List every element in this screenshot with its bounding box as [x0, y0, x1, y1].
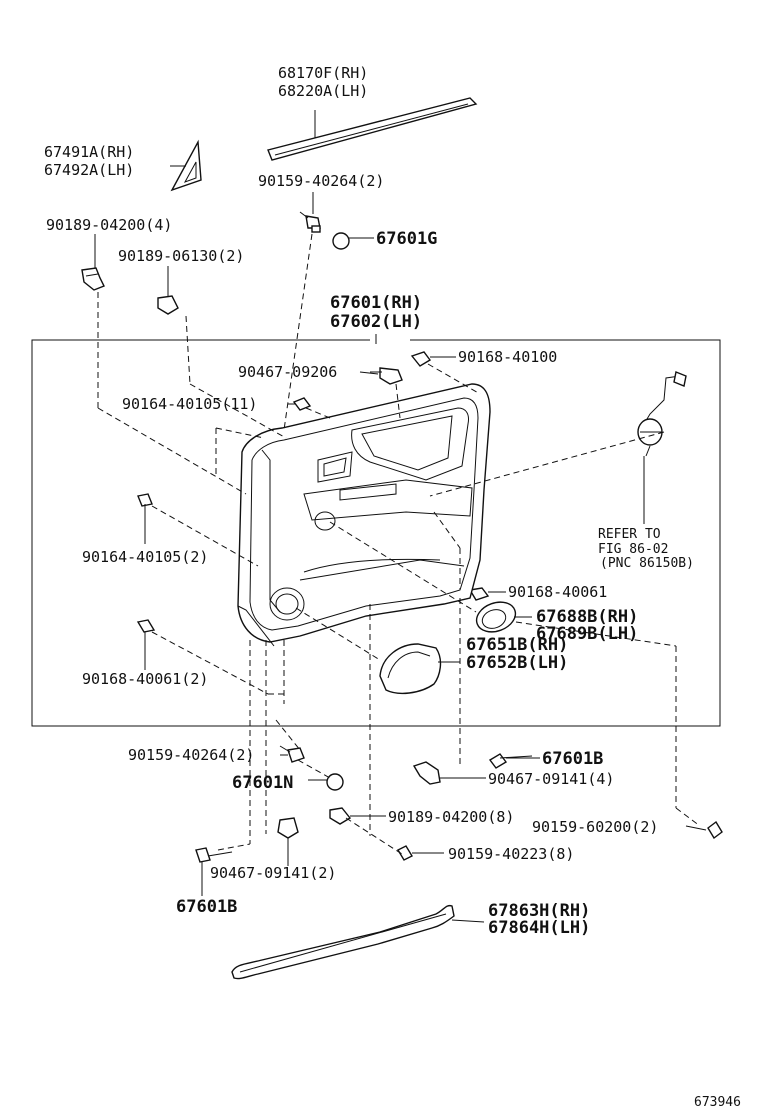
dashed-guide-lines: [97, 233, 701, 855]
moulding-rh-label: 68170F(RH): [278, 64, 368, 82]
clip-4-part: [81, 267, 105, 291]
screw-40105-2-label: 90164-40105(2): [82, 548, 208, 566]
door-pocket-part: [379, 643, 442, 695]
refer-line1: REFER TO: [598, 527, 661, 542]
speaker-bezel-part: [475, 601, 517, 633]
moulding-lh-label: 68220A(LH): [278, 82, 368, 100]
screw-mid-label: 90159-40264(2): [128, 746, 254, 764]
panel-lh-label: 67602(LH): [330, 312, 422, 332]
clip-2-label: 90189-06130(2): [118, 247, 244, 265]
screw-top-part: [299, 211, 321, 233]
cover-rh-label: 67491A(RH): [44, 143, 134, 161]
pocket-lh-label: 67652B(LH): [466, 653, 568, 673]
clip-04200-8-part: [329, 807, 352, 825]
leader-lines: [94, 110, 707, 923]
screw-40061-part: [468, 587, 490, 601]
plug-b-right-label: 67601B: [542, 749, 603, 769]
screw-40105-11-label: 90164-40105(11): [122, 395, 257, 413]
weather-rh-label: 67863H(RH): [488, 901, 590, 921]
screw-40100-label: 90168-40100: [458, 348, 557, 366]
screw-40223-part: [397, 845, 413, 861]
weatherstrip-part: [231, 904, 455, 980]
plug-b-left-label: 67601B: [176, 897, 237, 917]
refer-line3: (PNC 86150B): [600, 556, 694, 571]
refer-line2: FIG 86-02: [598, 542, 668, 557]
plug-g-part: [332, 232, 350, 250]
screw-40061-label: 90168-40061: [508, 583, 607, 601]
screw-40100-part: [410, 351, 432, 367]
clip-4-label: 90189-04200(4): [46, 216, 172, 234]
screw-60200-label: 90159-60200(2): [532, 818, 658, 836]
screw-60200-part: [707, 820, 723, 840]
plug-g-label: 67601G: [376, 229, 437, 249]
bezel-rh-label: 67688B(RH): [536, 607, 638, 627]
clip-9206-part: [370, 367, 403, 385]
belt-moulding-part: [267, 97, 478, 161]
screw-40223-label: 90159-40223(8): [448, 845, 574, 863]
clip-09141-2-label: 90467-09141(2): [210, 864, 336, 882]
plug-n-part: [326, 773, 344, 791]
screw-40061-2-label: 90168-40061(2): [82, 670, 208, 688]
clip-09141-4-label: 90467-09141(4): [488, 770, 614, 788]
screw-40105-11-part: [292, 397, 312, 411]
clip-9206-label: 90467-09206: [238, 363, 337, 381]
screw-40105-2-part: [137, 493, 153, 507]
plug-n-label: 67601N: [232, 773, 293, 793]
assembly-frame: [31, 339, 721, 727]
clip-04200-8-label: 90189-04200(8): [388, 808, 514, 826]
panel-rh-label: 67601(RH): [330, 293, 422, 313]
pocket-rh-label: 67651B(RH): [466, 635, 568, 655]
cover-lh-label: 67492A(LH): [44, 161, 134, 179]
wire-harness-part: [637, 371, 687, 457]
image-code: 673946: [694, 1095, 741, 1110]
bezel-lh-label: 67689B(LH): [536, 624, 638, 644]
screw-top-label: 90159-40264(2): [258, 172, 384, 190]
plug-b-right-part: [488, 753, 533, 769]
weather-lh-label: 67864H(LH): [488, 918, 590, 938]
screw-40061-2-part: [136, 619, 156, 633]
clip-09141-4-part: [412, 761, 441, 785]
clip-2-part: [157, 295, 179, 315]
screw-mid-part: [279, 745, 305, 763]
clip-09141-2-part: [277, 817, 299, 839]
plug-b-left-part: [195, 847, 233, 863]
door-trim-panel-part: [237, 383, 491, 647]
